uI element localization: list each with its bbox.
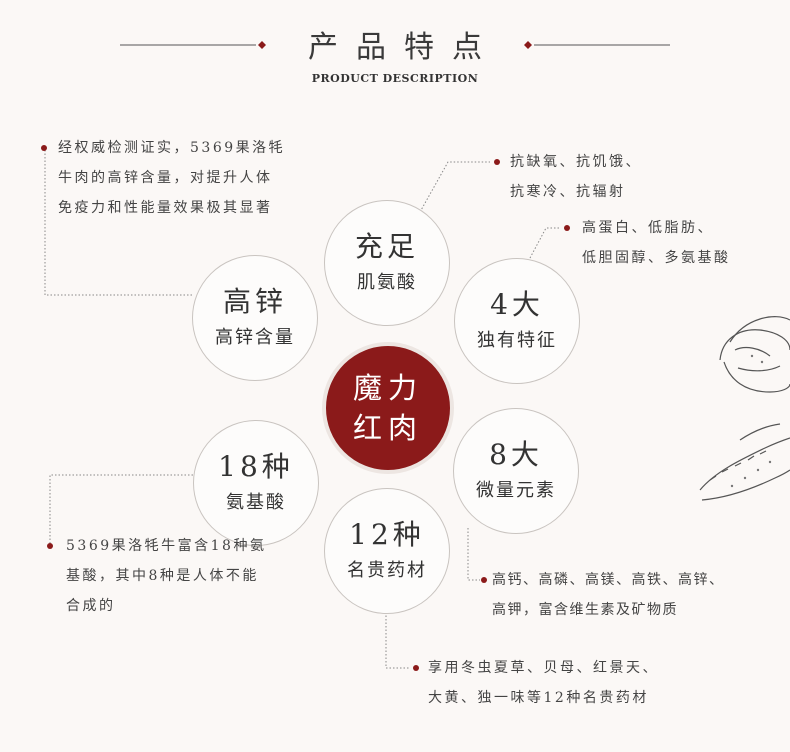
circle-zinc: 高锌 高锌含量 [192,255,318,381]
circle-chongzu-title: 充足 [354,230,419,263]
desc-eighteen-line: 合成的 [66,598,116,614]
center-line1: 魔力 [352,371,423,405]
circle-eight-title: 8大 [489,438,543,471]
circle-eighteen-label: 氨基酸 [226,492,286,513]
desc-zinc-line: 免疫力和性能量效果极其显著 [58,200,273,216]
bullet-dot [494,159,500,165]
desc-four-line: 低胆固醇、多氨基酸 [582,250,731,266]
circle-eight: 8大 微量元素 [453,408,579,534]
circle-twelve: 12种 名贵药材 [324,488,450,614]
page-subtitle: PRODUCT DESCRIPTION [311,72,479,85]
desc-chongzu-line: 抗寒冷、抗辐射 [510,184,626,200]
circle-chongzu: 充足 肌氨酸 [324,200,450,326]
desc-four: 高蛋白、低脂肪、 低胆固醇、多氨基酸 [582,213,731,273]
bullet-dot [481,577,487,583]
bullet-dot [564,225,570,231]
desc-eight: 高钙、高磷、高镁、高铁、高锌、 高钾，富含维生素及矿物质 [492,565,725,625]
circle-four-label: 独有特征 [477,330,557,351]
desc-twelve-line: 享用冬虫夏草、贝母、红景天、 [428,660,659,676]
circle-eighteen-title: 18种 [218,450,294,483]
meat-sketch-texture [730,354,772,488]
desc-chongzu-line: 抗缺氧、抗饥饿、 [510,154,642,170]
bullet-dot [41,145,47,151]
bullet-dot [413,665,419,671]
circle-four-title: 4大 [490,288,544,321]
circle-eighteen: 18种 氨基酸 [193,420,319,546]
desc-eight-line: 高钙、高磷、高镁、高铁、高锌、 [492,572,725,588]
desc-eighteen-line: 5369果洛牦牛富含18种氨 [66,538,267,554]
desc-zinc: 经权威检测证实，5369果洛牦 牛肉的高锌含量，对提升人体 免疫力和性能量效果极… [58,133,285,223]
circle-eight-label: 微量元素 [476,480,556,501]
circle-zinc-label: 高锌含量 [215,327,295,348]
desc-eighteen: 5369果洛牦牛富含18种氨 基酸，其中8种是人体不能 合成的 [66,531,266,621]
circle-chongzu-label: 肌氨酸 [357,272,417,293]
circle-center: 魔力 红肉 [322,342,454,474]
circle-twelve-title: 12种 [349,518,425,551]
center-line2: 红肉 [352,411,423,445]
circle-zinc-title: 高锌 [222,285,287,318]
circle-twelve-label: 名贵药材 [347,560,427,581]
bullet-dot [47,543,53,549]
page-title: 产品特点 [308,30,500,65]
meat-sketch-icon [699,316,790,501]
circle-four: 4大 独有特征 [454,258,580,384]
desc-eight-line: 高钾，富含维生素及矿物质 [492,602,678,618]
desc-twelve: 享用冬虫夏草、贝母、红景天、 大黄、独一味等12种名贵药材 [428,653,659,713]
desc-four-line: 高蛋白、低脂肪、 [582,220,714,236]
desc-twelve-line: 大黄、独一味等12种名贵药材 [428,690,649,706]
desc-eighteen-line: 基酸，其中8种是人体不能 [66,568,259,584]
desc-zinc-line: 牛肉的高锌含量，对提升人体 [58,170,273,186]
desc-chongzu: 抗缺氧、抗饥饿、 抗寒冷、抗辐射 [510,147,642,207]
desc-zinc-line: 经权威检测证实，5369果洛牦 [58,140,286,156]
